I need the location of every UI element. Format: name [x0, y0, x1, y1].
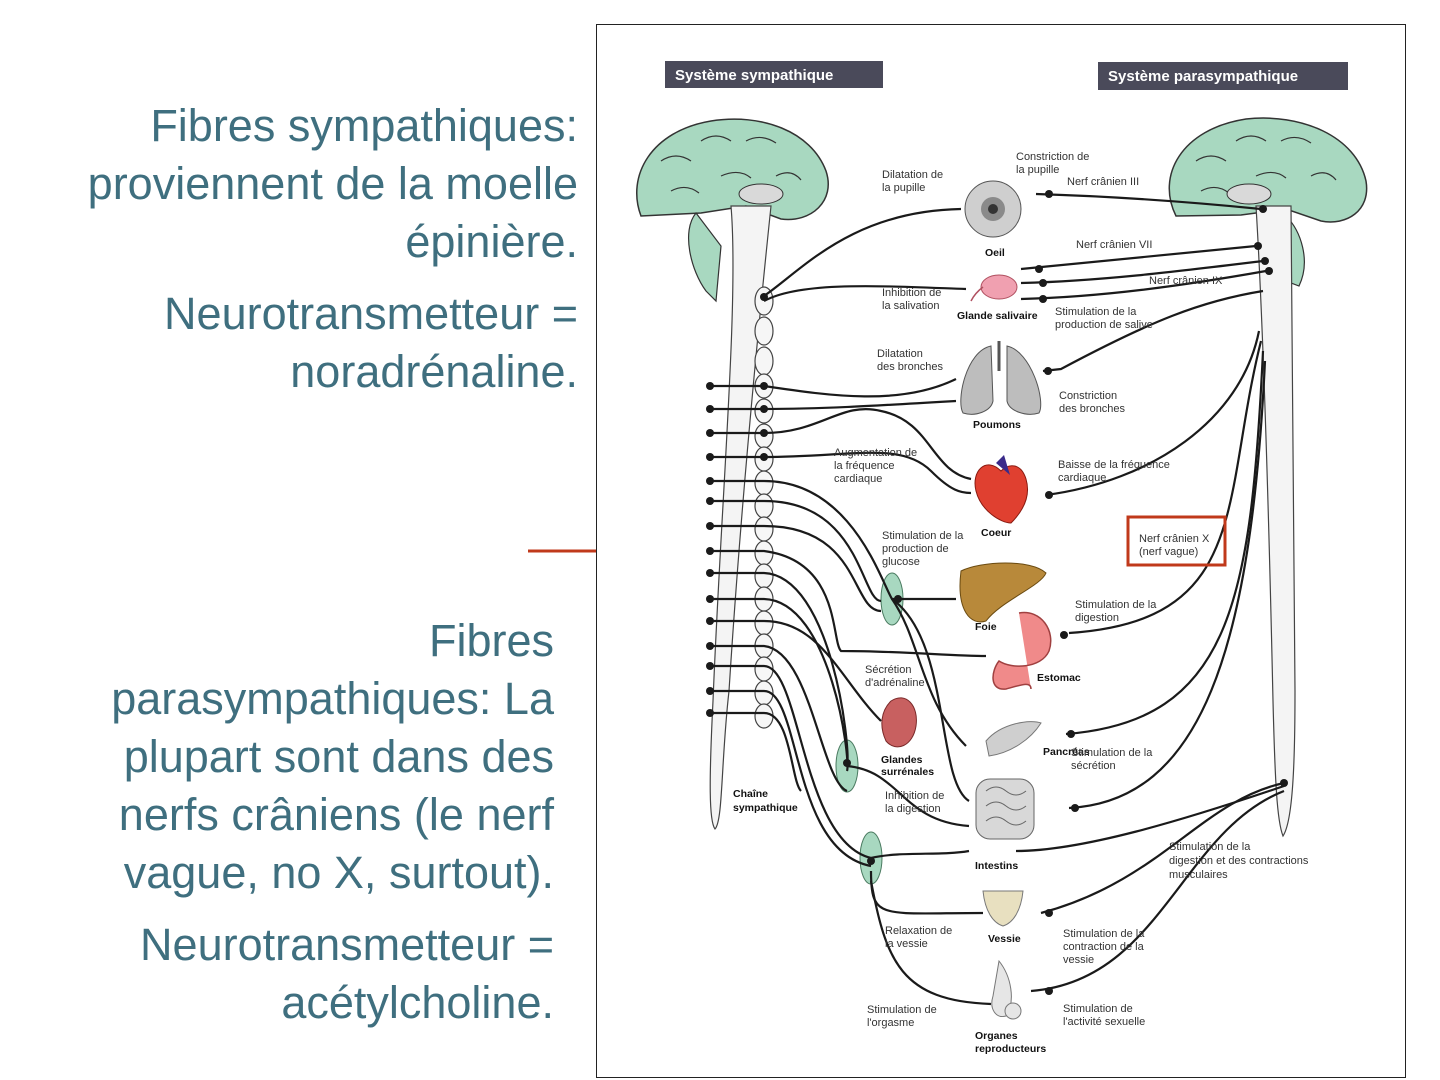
para-bronchi-label-2: des bronches: [1059, 403, 1126, 415]
sympathetic-text-block: Fibres sympathiques: proviennent de la m…: [40, 97, 578, 415]
para-saliva-label-1: Stimulation de la: [1055, 306, 1137, 318]
symp-orgasm-label-2: l'orgasme: [867, 1017, 914, 1029]
symp-digestion-label-1: Inhibition de: [885, 790, 944, 802]
para-bladder-label-2: contraction de la: [1063, 941, 1145, 953]
chain-label-1: Chaîne: [733, 788, 768, 800]
symp-bronchi-label-2: des bronches: [877, 361, 944, 373]
para-contraction-label-3: musculaires: [1169, 869, 1228, 881]
liver-icon: [959, 562, 1047, 623]
para-pupil-label-1: Constriction de: [1016, 151, 1089, 163]
nerve-III-label: Nerf crânien III: [1067, 176, 1139, 188]
heart-label: Coeur: [981, 527, 1011, 539]
para-bladder-label-3: vessie: [1063, 954, 1094, 966]
stomach-label: Estomac: [1037, 672, 1081, 684]
symp-heart-label-2: la fréquence: [834, 460, 895, 472]
symp-heart-label-3: cardiaque: [834, 473, 882, 485]
left-spinal-cord: [709, 205, 772, 830]
vagus-label-2: (nerf vague): [1139, 546, 1198, 558]
symp-adrenaline-label-2: d'adrénaline: [865, 677, 925, 689]
vagus-label-1: Nerf crânien X: [1139, 533, 1210, 545]
repro-label-1: Organes: [975, 1030, 1018, 1042]
sympathetic-header-bg: [665, 61, 883, 88]
adrenal-label-2: surrénales: [881, 766, 934, 778]
symp-bladder-label-1: Relaxation de: [885, 925, 952, 937]
lungs-label: Poumons: [973, 419, 1021, 431]
repro-label-2: reproducteurs: [975, 1043, 1046, 1055]
symp-adrenaline-label-1: Sécrétion: [865, 664, 911, 676]
nerve-IX-label: Nerf crânien IX: [1149, 275, 1223, 287]
parasympathetic-fibers: [1015, 192, 1285, 993]
pancreas-icon: [985, 721, 1042, 757]
salivary-gland-icon: [970, 274, 1018, 302]
symp-saliva-label-1: Inhibition de: [882, 287, 941, 299]
sympathetic-transmitter-text: Neurotransmetteur = noradrénaline.: [164, 288, 578, 397]
para-secretion-label-2: sécrétion: [1071, 760, 1116, 772]
para-pupil-label-2: la pupille: [1016, 164, 1059, 176]
intestines-label: Intestins: [975, 860, 1018, 872]
stomach-icon: [992, 611, 1052, 690]
symp-saliva-label-2: la salivation: [882, 300, 939, 312]
symp-orgasm-label-1: Stimulation de: [867, 1004, 937, 1016]
symp-heart-label-1: Augmentation de: [834, 447, 917, 459]
symp-bronchi-label-1: Dilatation: [877, 348, 923, 360]
parasympathetic-transmitter-text: Neurotransmetteur = acétylcholine.: [140, 919, 554, 1028]
sympathetic-fibers-text: Fibres sympathiques: proviennent de la m…: [87, 100, 578, 267]
parasympathetic-header-bg: [1098, 62, 1348, 90]
left-brain-icon: [636, 118, 829, 303]
symp-pupil-label-1: Dilatation de: [882, 169, 943, 181]
eye-label: Oeil: [985, 247, 1005, 259]
symp-glucose-label-2: production de: [882, 543, 949, 555]
para-bladder-label-1: Stimulation de la: [1063, 928, 1145, 940]
parasympathetic-header: Système parasympathique: [1108, 68, 1298, 85]
salivary-label: Glande salivaire: [957, 310, 1038, 322]
para-secretion-label-1: Stimulation de la: [1071, 747, 1153, 759]
bladder-label: Vessie: [988, 933, 1021, 945]
para-saliva-label-2: production de salive: [1055, 319, 1153, 331]
parasympathetic-fiber-dots: [1035, 190, 1288, 995]
intestines-icon: [975, 778, 1035, 840]
symp-bladder-label-2: la vessie: [885, 938, 928, 950]
adrenal-gland-icon: [881, 697, 917, 748]
chain-label-2: sympathique: [733, 802, 798, 814]
para-sexual-label-2: l'activité sexuelle: [1063, 1016, 1145, 1028]
para-digestion-label-1: Stimulation de la: [1075, 599, 1157, 611]
symp-pupil-label-2: la pupille: [882, 182, 925, 194]
autonomic-diagram-frame: Système sympathique Système parasympathi…: [596, 24, 1406, 1078]
lungs-icon: [960, 341, 1042, 415]
sympathetic-fiber-dots: [706, 293, 902, 865]
bladder-icon: [982, 890, 1024, 927]
symp-glucose-label-3: glucose: [882, 556, 920, 568]
symp-glucose-label-1: Stimulation de la: [882, 530, 964, 542]
sympathetic-fibers: [710, 207, 992, 1006]
eye-icon: [964, 180, 1022, 238]
pancreas-label: Pancréas: [1043, 746, 1090, 758]
reproductive-organs-icon: [991, 959, 1022, 1020]
parasympathetic-fibers-text: Fibres parasympathiques: La plupart sont…: [111, 615, 554, 898]
para-bronchi-label-1: Constriction: [1059, 390, 1117, 402]
parasympathetic-text-block: Fibres parasympathiques: La plupart sont…: [40, 612, 554, 1046]
vagus-highlight-box: [1126, 515, 1227, 567]
para-heart-label-1: Baisse de la fréquence: [1058, 459, 1170, 471]
nerve-VII-label: Nerf crânien VII: [1076, 239, 1152, 251]
heart-icon: [974, 455, 1028, 524]
para-digestion-label-2: digestion: [1075, 612, 1119, 624]
sympathetic-chain: [754, 286, 774, 729]
symp-digestion-label-2: la digestion: [885, 803, 941, 815]
adrenal-label-1: Glandes: [881, 754, 923, 766]
para-sexual-label-1: Stimulation de: [1063, 1003, 1133, 1015]
para-heart-label-2: cardiaque: [1058, 472, 1106, 484]
sympathetic-header: Système sympathique: [675, 67, 833, 84]
autonomic-nervous-system-diagram: Système sympathique Système parasympathi…: [636, 61, 1368, 1055]
para-contraction-label-1: Stimulation de la: [1169, 841, 1251, 853]
right-spinal-cord: [1255, 205, 1296, 838]
liver-label: Foie: [975, 621, 997, 633]
para-contraction-label-2: digestion et des contractions: [1169, 855, 1309, 867]
